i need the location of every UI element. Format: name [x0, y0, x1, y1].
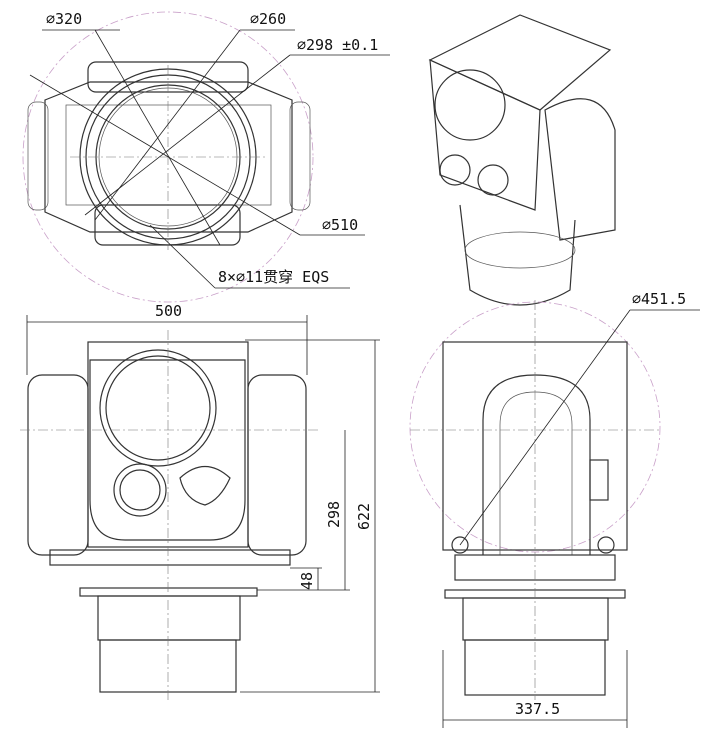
- front-view: 500 298 622 48: [20, 302, 380, 700]
- width-337-label: 337.5: [515, 700, 560, 718]
- dim-48-label: 48: [298, 572, 316, 590]
- outer-circle-510: [22, 11, 314, 303]
- dim-260-label: ⌀260: [250, 10, 286, 28]
- dim-298-label: 298: [325, 501, 343, 528]
- dim-451-label: ⌀451.5: [632, 290, 686, 308]
- width-500-label: 500: [155, 302, 182, 320]
- holes-label: 8×⌀11贯穿 EQS: [218, 268, 329, 286]
- dim-510-label: ⌀510: [322, 216, 358, 234]
- top-view: ⌀320 ⌀260 ⌀298 ±0.1 ⌀510 8×⌀11贯穿 EQS: [22, 10, 390, 303]
- isometric-view: [428, 14, 616, 306]
- height-622-label: 622: [355, 503, 373, 530]
- side-view: ⌀451.5 337.5: [409, 290, 700, 728]
- dim-298-tol-label: ⌀298 ±0.1: [297, 36, 378, 54]
- dim-320-label: ⌀320: [46, 10, 82, 28]
